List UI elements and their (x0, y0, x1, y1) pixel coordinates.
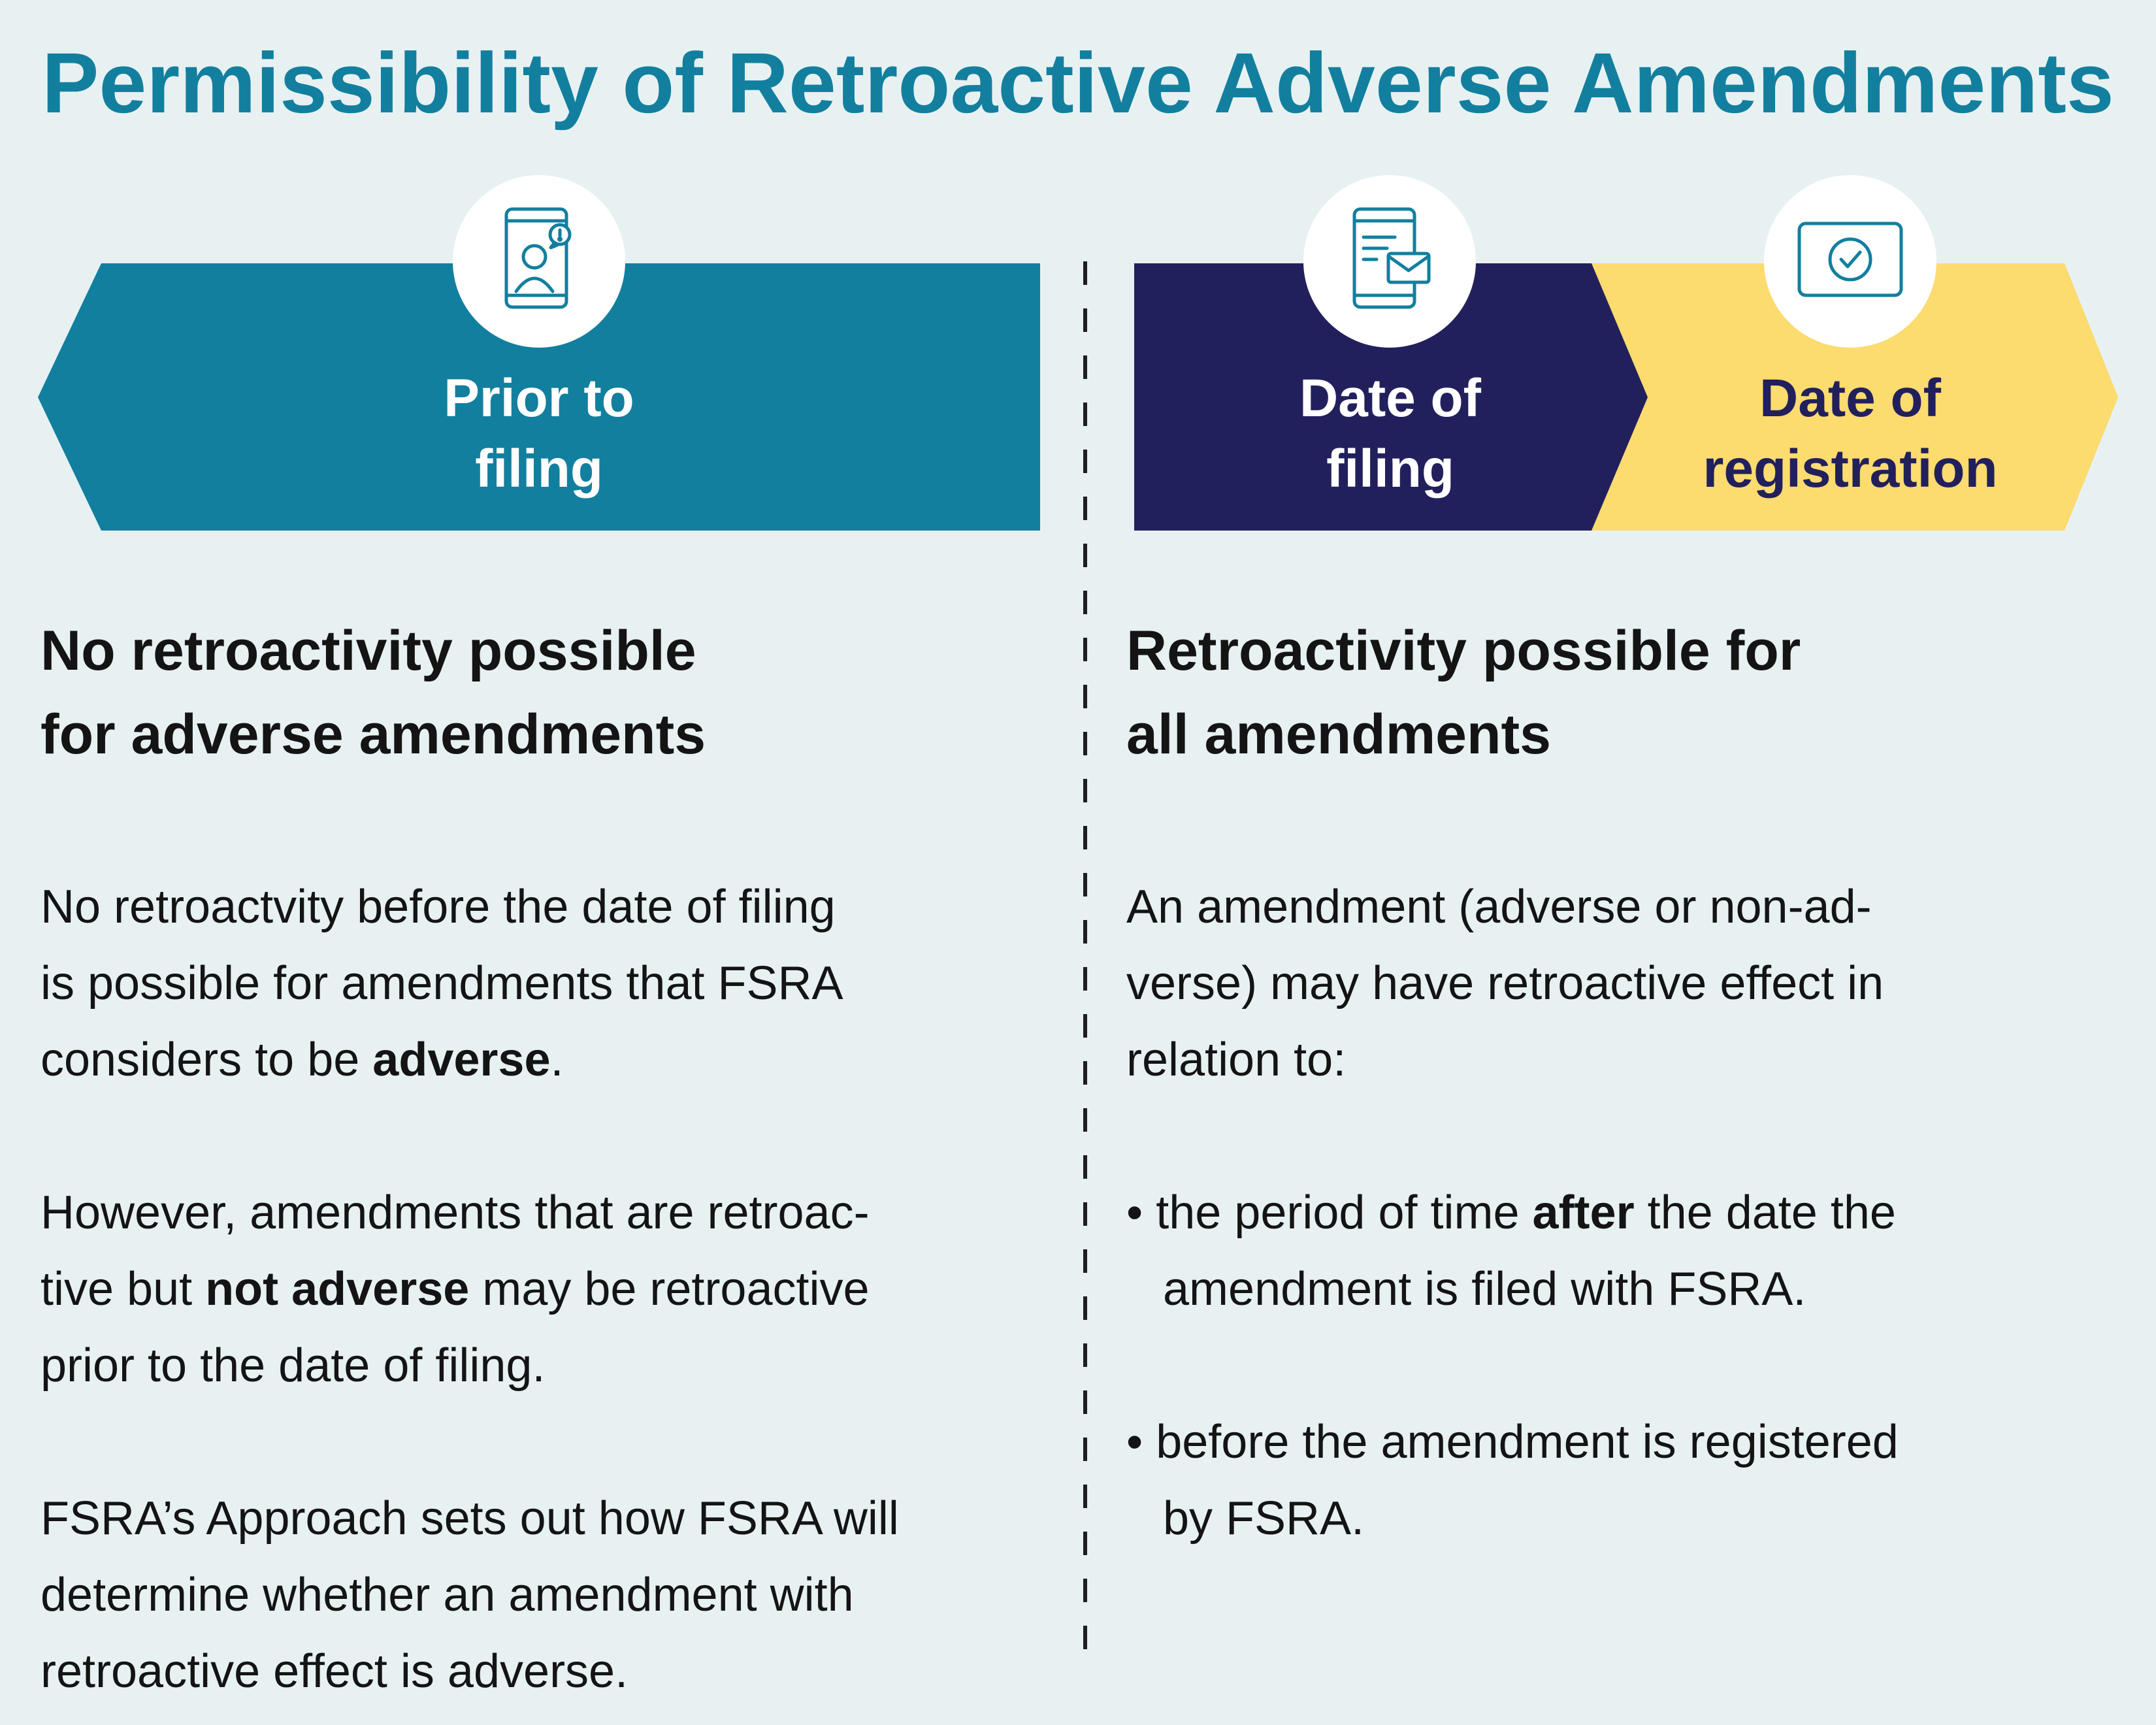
right-intro: An amendment (adverse or non-ad- verse) … (1126, 881, 1884, 1086)
checkmark-card-icon (1797, 222, 1903, 297)
left-paragraph-2: However, amendments that are retroac- ti… (41, 1187, 870, 1392)
left-heading: No retroactivity possible for adverse am… (41, 619, 706, 766)
label-date-of-filing: Date of filing (1299, 369, 1481, 499)
document-mail-icon (1352, 207, 1431, 309)
icon-circle-filing (1303, 175, 1476, 348)
right-column: Retroactivity possible for all amendment… (1126, 609, 2132, 1557)
left-column: No retroactivity possible for adverse am… (41, 609, 1060, 1710)
phone-user-chat-icon (504, 207, 572, 309)
page-title: Permissibility of Retroactive Adverse Am… (42, 35, 2114, 131)
label-prior-to-filing: Prior to filing (444, 369, 634, 499)
left-paragraph-3: FSRA’s Approach sets out how FSRA will d… (41, 1492, 899, 1698)
column-divider (1083, 261, 1087, 1673)
banner-prior-to-filing (38, 263, 1040, 531)
banner-date-of-filing (1134, 263, 1648, 531)
icon-circle-prior (453, 175, 625, 348)
right-bullet-1: • the period of time after the date the … (1126, 1187, 1896, 1315)
right-bullet-2: • before the amendment is registered by … (1126, 1416, 1899, 1545)
icon-circle-registration (1764, 175, 1936, 348)
left-paragraph-1: No retroactvity before the date of filin… (41, 881, 843, 1086)
banner-date-of-registration (1584, 263, 2118, 531)
right-heading: Retroactivity possible for all amendment… (1126, 619, 1801, 766)
label-date-of-registration: Date of registration (1703, 369, 1998, 499)
